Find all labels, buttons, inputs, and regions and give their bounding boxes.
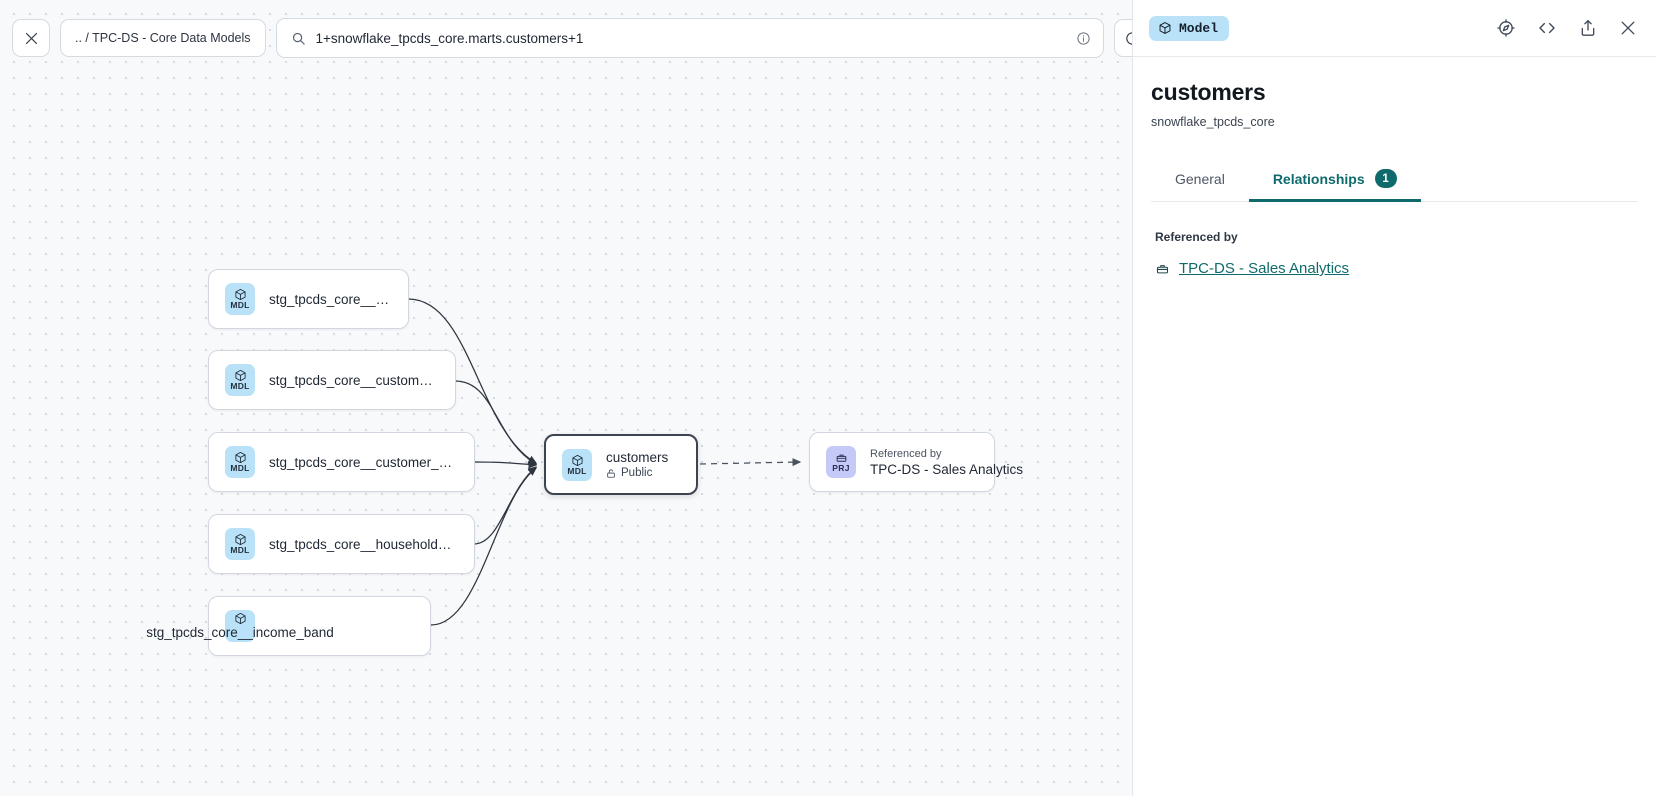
- badge-text: MDL: [567, 465, 587, 476]
- project-icon: [1155, 261, 1170, 276]
- search-value: 1+snowflake_tpcds_core.marts.customers+1: [315, 30, 584, 46]
- search-input[interactable]: 1+snowflake_tpcds_core.marts.customers+1: [275, 18, 1104, 58]
- info-icon[interactable]: [1076, 31, 1091, 46]
- model-badge: MDL: [225, 364, 255, 396]
- close-icon[interactable]: [1618, 18, 1638, 38]
- badge-text: MDL: [230, 545, 250, 555]
- node-title: TPC-DS - Sales Analytics: [870, 461, 1024, 477]
- graph-node-stg-household-demographics[interactable]: MDL stg_tpcds_core__household_demogr…: [208, 514, 475, 574]
- close-icon: [23, 30, 40, 47]
- code-icon[interactable]: [1536, 18, 1558, 38]
- tab-label: General: [1175, 170, 1225, 187]
- breadcrumb[interactable]: .. / TPC-DS - Core Data Models: [60, 19, 266, 57]
- cube-icon: [234, 533, 247, 546]
- share-icon[interactable]: [1578, 18, 1598, 38]
- model-badge: MDL: [225, 528, 255, 560]
- graph-node-customers[interactable]: MDL customers Public: [544, 434, 698, 495]
- cube-icon: [234, 612, 247, 625]
- cube-icon: [234, 451, 247, 464]
- panel-divider: [1133, 56, 1656, 57]
- page-subtitle: snowflake_tpcds_core: [1151, 115, 1275, 129]
- node-label: stg_tpcds_core__customer_demogra…: [269, 454, 458, 470]
- lineage-edges: [408, 298, 802, 626]
- node-title: customers: [606, 450, 669, 465]
- node-text-stack: customers Public: [606, 450, 668, 479]
- node-visibility: Public: [606, 467, 668, 479]
- page-title: customers: [1151, 79, 1266, 105]
- model-badge: stg_tpcds_core__income_band: [146, 610, 334, 642]
- tab-general[interactable]: General: [1151, 159, 1249, 201]
- details-panel: Model customers snowflake_tpcds_co: [1132, 0, 1656, 796]
- focus-icon[interactable]: [1496, 18, 1516, 38]
- section-label-referenced-by: Referenced by: [1155, 230, 1238, 244]
- tab-relationships[interactable]: Relationships 1: [1248, 159, 1421, 202]
- status-badge: 1: [1374, 169, 1397, 188]
- node-label: stg_tpcds_core__customer: [269, 291, 392, 307]
- graph-node-stg-income-band[interactable]: stg_tpcds_core__income_band: [146, 596, 431, 656]
- node-visibility-label: Public: [621, 467, 653, 479]
- model-badge: MDL: [225, 283, 255, 315]
- cube-icon: [234, 288, 247, 301]
- model-badge: MDL: [225, 446, 255, 478]
- model-badge: MDL: [562, 448, 592, 481]
- node-label: stg_tpcds_core__household_demogr…: [269, 536, 458, 552]
- model-type-chip[interactable]: Model: [1149, 15, 1230, 41]
- reference-link[interactable]: TPC-DS - Sales Analytics: [1179, 260, 1350, 277]
- cube-icon: [571, 454, 584, 467]
- lineage-canvas[interactable]: .. / TPC-DS - Core Data Models 1+snowfla…: [0, 0, 1132, 796]
- graph-node-project-sales-analytics[interactable]: PRJ Referenced by TPC-DS - Sales Analyti…: [809, 432, 1024, 492]
- model-chip-label: Model: [1179, 20, 1219, 36]
- refresh-button[interactable]: [1113, 19, 1132, 57]
- tab-label: Relationships: [1272, 170, 1365, 187]
- lock-icon: [606, 468, 616, 479]
- refresh-icon: [1124, 30, 1132, 47]
- breadcrumb-label: .. / TPC-DS - Core Data Models: [75, 31, 251, 45]
- graph-node-stg-customer-demographics[interactable]: MDL stg_tpcds_core__customer_demogra…: [208, 432, 475, 492]
- close-button[interactable]: [12, 19, 50, 57]
- node-text-stack: Referenced by TPC-DS - Sales Analytics: [870, 447, 1024, 477]
- cube-icon: [234, 369, 247, 382]
- project-icon: [835, 451, 848, 464]
- list-item[interactable]: TPC-DS - Sales Analytics: [1133, 244, 1656, 277]
- node-label: stg_tpcds_core__income_band: [146, 625, 334, 640]
- panel-header: Model: [1133, 0, 1656, 56]
- cube-icon: [1158, 21, 1172, 35]
- node-label: stg_tpcds_core__customer_address: [269, 372, 439, 388]
- project-badge: PRJ: [826, 446, 856, 478]
- graph-node-stg-customer-address[interactable]: MDL stg_tpcds_core__customer_address: [208, 350, 456, 410]
- node-relation-label: Referenced by: [870, 447, 942, 460]
- badge-text: MDL: [230, 381, 250, 391]
- panel-body: customers snowflake_tpcds_core General R…: [1133, 57, 1656, 202]
- badge-text: MDL: [230, 300, 250, 310]
- badge-text: MDL: [230, 463, 250, 473]
- graph-node-stg-customer[interactable]: MDL stg_tpcds_core__customer: [208, 269, 409, 329]
- canvas-toolbar: .. / TPC-DS - Core Data Models 1+snowfla…: [12, 18, 1132, 58]
- panel-tabs: General Relationships 1: [1151, 159, 1638, 202]
- search-icon: [291, 31, 306, 46]
- panel-action-bar: [1496, 18, 1638, 38]
- badge-text: PRJ: [832, 463, 850, 473]
